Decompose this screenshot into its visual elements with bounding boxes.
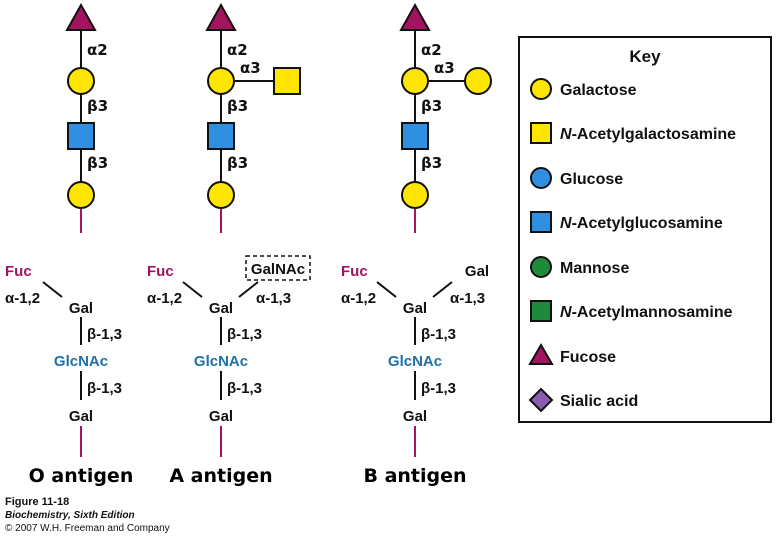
- link-label: β3: [227, 97, 248, 115]
- link-label: β-1,3: [421, 326, 456, 343]
- fucose-triangle-icon: [205, 2, 237, 31]
- figure-caption: Figure 11-18 Biochemistry, Sixth Edition…: [5, 496, 170, 534]
- structure-a: Fuc α-1,2 GalNAc α-1,3 Gal β-1,3 GlcNAc …: [147, 255, 311, 487]
- link-label: β3: [87, 154, 108, 172]
- glcnac-key-icon: [530, 211, 552, 233]
- galnac-label: GalNAc: [251, 261, 305, 278]
- galactose-circle-icon: [401, 67, 429, 95]
- link-label: β-1,3: [227, 326, 262, 343]
- glcnac-label: GlcNAc: [388, 353, 442, 370]
- chain-o: α2 β3 β3: [65, 2, 108, 233]
- link-label: α2: [87, 41, 108, 59]
- link-label: β-1,3: [227, 380, 262, 397]
- gal-label: Gal: [209, 408, 233, 425]
- galactose-circle-icon: [67, 67, 95, 95]
- key-label-glucose: Glucose: [560, 171, 623, 188]
- antigen-title: O antigen: [29, 465, 134, 487]
- glcnac-square-icon: [401, 122, 429, 150]
- mannose-key-icon: [530, 256, 552, 278]
- key-label-mannose: Mannose: [560, 260, 629, 277]
- glucose-key-icon: [530, 167, 552, 189]
- key-panel: Key Galactose N-Acetylgalactosamine Gluc…: [518, 36, 772, 423]
- fucose-triangle-icon: [65, 2, 97, 31]
- fucose-triangle-icon: [399, 2, 431, 31]
- link-label: β3: [227, 154, 248, 172]
- key-title: Key: [629, 47, 661, 66]
- gal-label: Gal: [69, 408, 93, 425]
- link-label: β-1,3: [421, 380, 456, 397]
- galactose-circle-icon: [67, 181, 95, 209]
- structure-b: Fuc α-1,2 Gal α-1,3 Gal β-1,3 GlcNAc β-1…: [341, 263, 489, 487]
- manac-key-icon: [530, 300, 552, 322]
- glcnac-label: GlcNAc: [54, 353, 108, 370]
- link-label: β-1,3: [87, 326, 122, 343]
- figure-number: Figure 11-18: [5, 496, 69, 508]
- chain-a: α2 α3 β3 β3: [205, 2, 301, 233]
- key-label-mannosamine: N-Acetylmannosamine: [560, 304, 733, 321]
- fuc-bond: [42, 281, 63, 298]
- gal-label: Gal: [69, 300, 93, 317]
- link-label: β3: [87, 97, 108, 115]
- sialic-acid-key-icon: [528, 387, 554, 413]
- link-label: β-1,3: [87, 380, 122, 397]
- branch-link-label: α-1,3: [450, 290, 485, 307]
- fucose-key-icon: [528, 343, 554, 365]
- fuc-link-label: α-1,2: [5, 290, 40, 307]
- key-label-sialic: Sialic acid: [560, 393, 638, 410]
- fuc-label: Fuc: [5, 263, 32, 280]
- key-label-glcnac: N-Acetylglucosamine: [560, 215, 723, 232]
- galactose-branch-circle-icon: [464, 67, 492, 95]
- galnac-square-icon: [273, 67, 301, 95]
- antigen-title: B antigen: [363, 465, 466, 487]
- key-label-fucose: Fucose: [560, 349, 616, 366]
- galactose-circle-icon: [207, 67, 235, 95]
- gal-label: Gal: [403, 300, 427, 317]
- branch-link-label: α-1,3: [256, 290, 291, 307]
- structure-o: Fuc α-1,2 Gal β-1,3 GlcNAc β-1,3 Gal O a…: [5, 263, 133, 487]
- link-label: α2: [227, 41, 248, 59]
- branch-bond: [238, 281, 259, 298]
- fuc-label: Fuc: [341, 263, 368, 280]
- gal-label: Gal: [209, 300, 233, 317]
- gal-label: Gal: [403, 408, 427, 425]
- link-label: β3: [421, 97, 442, 115]
- glcnac-square-icon: [207, 122, 235, 150]
- branch-link-label: α3: [434, 59, 455, 77]
- key-border: [518, 36, 772, 423]
- fuc-bond: [376, 281, 397, 298]
- link-label: β3: [421, 154, 442, 172]
- fuc-link-label: α-1,2: [147, 290, 182, 307]
- chain-b: α2 α3 β3 β3: [399, 2, 492, 233]
- galnac-dashed-box: [245, 255, 311, 281]
- link-label: α2: [421, 41, 442, 59]
- galactose-circle-icon: [207, 181, 235, 209]
- branch-link-label: α3: [240, 59, 261, 77]
- fuc-link-label: α-1,2: [341, 290, 376, 307]
- copyright: © 2007 W.H. Freeman and Company: [5, 523, 170, 534]
- galactose-circle-icon: [401, 181, 429, 209]
- branch-bond: [432, 281, 453, 298]
- key-label-galnac: N-Acetylgalactosamine: [560, 126, 736, 143]
- galactose-key-icon: [530, 78, 552, 100]
- antigen-title: A antigen: [169, 465, 272, 487]
- book-title: Biochemistry, Sixth Edition: [5, 510, 135, 521]
- fuc-bond: [182, 281, 203, 298]
- glcnac-label: GlcNAc: [194, 353, 248, 370]
- fuc-label: Fuc: [147, 263, 174, 280]
- glcnac-square-icon: [67, 122, 95, 150]
- galnac-key-icon: [530, 122, 552, 144]
- gal-branch-label: Gal: [465, 263, 489, 280]
- key-label-galactose: Galactose: [560, 82, 637, 99]
